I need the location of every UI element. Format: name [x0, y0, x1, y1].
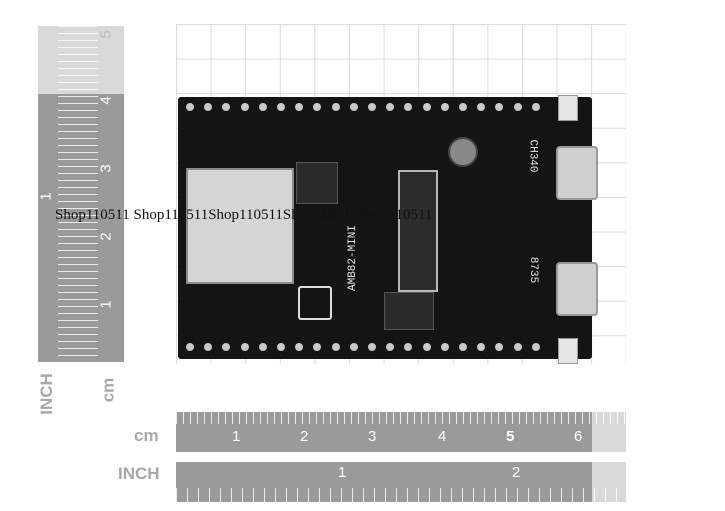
hruler-cm-label-2: 2 — [300, 428, 309, 445]
header-pin — [495, 103, 504, 111]
header-pin — [531, 103, 540, 111]
header-pin — [295, 343, 304, 351]
logo-icon — [298, 286, 332, 320]
header-pin — [495, 343, 504, 351]
header-pin — [349, 343, 358, 351]
header-pin — [313, 343, 322, 351]
header-pin — [222, 103, 231, 111]
hruler-cm-label-6: 6 — [574, 428, 583, 445]
header-pin — [349, 103, 358, 111]
vertical-ruler-ticks — [58, 26, 98, 362]
horizontal-cm-ticks — [176, 412, 626, 424]
vruler-cm-label-3: 3 — [97, 164, 115, 173]
header-pin — [204, 103, 213, 111]
8735-silkscreen: 8735 — [527, 256, 540, 284]
header-pin — [331, 103, 340, 111]
header-pin — [331, 343, 340, 351]
header-pin — [258, 343, 267, 351]
header-pin — [222, 343, 231, 351]
vruler-cm-label-1: 1 — [97, 300, 115, 309]
vruler-cm-label-2: 2 — [97, 232, 115, 241]
model-silkscreen: AMB82-MINI — [347, 224, 360, 292]
hruler-cm-label-1: 1 — [232, 428, 241, 445]
header-pin — [404, 103, 413, 111]
header-pin — [422, 103, 431, 111]
hruler-cm-label-4: 4 — [438, 428, 447, 445]
header-pin — [186, 343, 194, 351]
vruler-cm-label-5: 5 — [97, 30, 115, 39]
chip-array — [296, 162, 338, 204]
header-pin — [386, 103, 395, 111]
vruler-cm-unit: cm — [98, 377, 118, 403]
hruler-cm-unit: cm — [134, 426, 159, 445]
hruler-cm-label-5: 5 — [506, 428, 515, 445]
header-pin — [313, 103, 322, 111]
header-pin — [240, 103, 249, 111]
header-pin — [240, 343, 249, 351]
header-pin — [531, 343, 540, 351]
vruler-cm-label-4: 4 — [97, 96, 115, 105]
main-chip — [384, 292, 434, 330]
vruler-inch-unit: INCH — [36, 373, 56, 415]
header-pin — [477, 343, 486, 351]
ch340-silkscreen: CH340 — [526, 139, 539, 173]
horizontal-inch-ticks — [176, 488, 626, 502]
watermark-text: Shop110511 Shop110511Shop110511Shop11051… — [55, 207, 433, 223]
header-pin — [295, 103, 304, 111]
button-top — [558, 95, 578, 121]
header-pin — [513, 343, 522, 351]
hruler-inch-label-2: 2 — [512, 464, 521, 481]
header-pin — [277, 343, 285, 351]
header-pin — [404, 343, 413, 351]
header-pin — [204, 343, 213, 351]
hruler-inch-label-1: 1 — [338, 464, 347, 481]
header-pin — [422, 343, 431, 351]
camera-connector — [398, 170, 438, 292]
header-pin — [186, 103, 194, 111]
header-pin — [386, 343, 395, 351]
header-pin — [440, 103, 449, 111]
header-pin — [459, 343, 467, 351]
header-pin — [513, 103, 522, 111]
buzzer — [448, 137, 478, 167]
header-pin — [459, 103, 467, 111]
hruler-cm-label-3: 3 — [368, 428, 377, 445]
header-pin — [258, 103, 267, 111]
header-pin — [477, 103, 486, 111]
header-pin — [440, 343, 449, 351]
usb-port-bottom — [556, 262, 598, 316]
usb-port-top — [556, 146, 598, 200]
header-pin — [368, 343, 376, 351]
hruler-inch-unit: INCH — [118, 464, 160, 483]
header-pin — [277, 103, 285, 111]
header-pin — [368, 103, 376, 111]
sd-card-slot — [186, 168, 294, 284]
button-bottom — [558, 338, 578, 364]
vruler-inch-label-1: 1 — [37, 192, 55, 201]
